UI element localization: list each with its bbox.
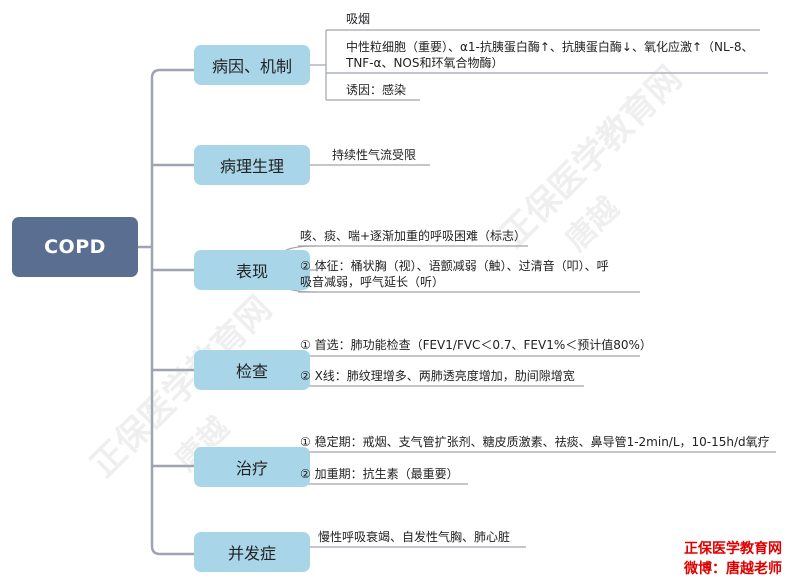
leaf-text: 吸烟	[346, 12, 371, 26]
branch-manifestation[interactable]: 表现	[194, 250, 310, 290]
leaf-text: TNF-α、NOS和环氧合物酶）	[346, 56, 504, 70]
leaf-text: ① 首选：肺功能检查（FEV1/FVC＜0.7、FEV1%＜预计值80%）	[300, 338, 652, 352]
leaf-text: ② 加重期：抗生素（最重要）	[300, 467, 459, 481]
leaf-text: 持续性气流受限	[332, 148, 417, 162]
branch-pathophysiology[interactable]: 病理生理	[194, 145, 310, 185]
leaf-text: ① 稳定期：戒烟、支气管扩张剂、糖皮质激素、祛痰、鼻导管1-2min/L，10-…	[300, 435, 770, 449]
leaf-text: ② X线：肺纹理增多、两肺透亮度增加，肋间隙增宽	[300, 369, 575, 383]
leaf-text: ② 体征：桶状胸（视）、语颤减弱（触）、过清音（叩）、呼	[300, 259, 609, 273]
leaf-text: 吸音减弱，呼气延长（听）	[300, 275, 445, 289]
leaf-text: 诱因：感染	[346, 83, 407, 97]
brand-name: 正保医学教育网	[684, 541, 782, 557]
leaf-text: 慢性呼吸衰竭、自发性气胸、肺心脏	[318, 530, 511, 544]
branch-complications[interactable]: 并发症	[194, 532, 310, 572]
leaf-text: 咳、痰、喘+逐渐加重的呼吸困难（标志）	[300, 229, 527, 243]
branch-etiology[interactable]: 病因、机制	[194, 45, 310, 85]
branch-treatment[interactable]: 治疗	[194, 447, 310, 487]
brand-weibo: 微博：唐越老师	[684, 561, 782, 577]
branch-examination[interactable]: 检查	[194, 350, 310, 390]
root-node[interactable]: COPD	[12, 217, 138, 277]
leaf-text: 中性粒细胞（重要）、α1-抗胰蛋白酶↑、抗胰蛋白酶↓、氧化应激↑（NL-8、	[346, 40, 754, 54]
